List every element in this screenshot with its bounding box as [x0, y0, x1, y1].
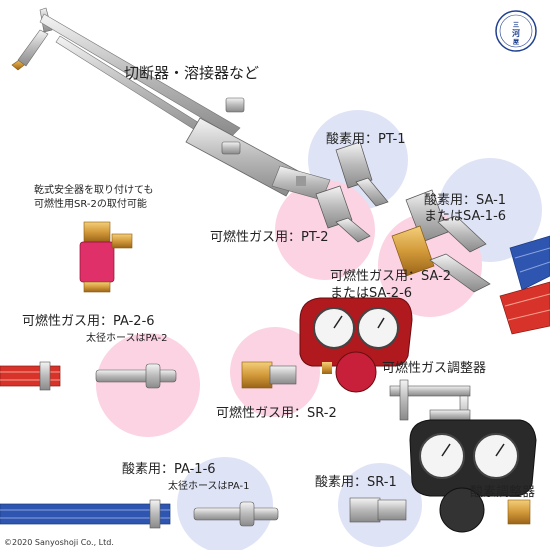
logo-line-2: 河 — [512, 29, 520, 38]
torch-label: 切断器・溶接器など — [124, 64, 260, 82]
pa16-label: 酸素用：PA-1-6 — [122, 462, 216, 477]
sr2-label: 可燃性ガス用：SR-2 — [216, 406, 337, 421]
logo-line-1: 三 — [512, 22, 519, 29]
pt2-fitting — [315, 185, 371, 243]
fuel-gas-regulator — [299, 297, 413, 393]
pa1-note: 太径ホースはPA-1 — [168, 481, 250, 492]
sa2-coupler — [391, 225, 550, 335]
pa26-label: 可燃性ガス用：PA-2-6 — [22, 314, 155, 329]
copyright-text: ©2020 Sanyoshoji Co., Ltd. — [4, 538, 114, 547]
sa2-label-line2: またはSA-2-6 — [330, 286, 413, 301]
sr1-fitting — [349, 497, 407, 523]
logo-line-3: 屋 — [512, 39, 519, 46]
oxygen-regulator — [409, 419, 537, 533]
pa16-fitting — [193, 501, 279, 527]
sa1-label-line1: 酸素用：SA-1 — [424, 193, 507, 208]
sa1-label-line2: またはSA-1-6 — [424, 209, 507, 224]
pt2-label: 可燃性ガス用：PT-2 — [210, 230, 329, 245]
pa2-note: 太径ホースはPA-2 — [86, 333, 168, 344]
pa16-highlight-circle — [177, 457, 273, 550]
sa1-coupler — [405, 189, 550, 291]
sa2-label-line1: 可燃性ガス用：SA-2 — [330, 269, 452, 284]
fuel-regulator-label: 可燃性ガス調整器 — [382, 361, 487, 376]
dry-safety-note-line2: 可燃性用SR-2の取付可能 — [34, 199, 147, 210]
company-logo-ring — [495, 10, 537, 52]
company-logo: 三 河 屋 — [495, 10, 537, 52]
pa26-fitting — [95, 363, 177, 389]
oxygen-regulator-label: 酸素調整器 — [470, 485, 536, 500]
pt2-highlight-circle — [275, 180, 375, 280]
sr2-fitting — [241, 361, 297, 389]
pt1-fitting — [335, 141, 389, 207]
dry-safety-device — [79, 221, 133, 293]
dry-safety-note-line1: 乾式安全器を取り付けても — [34, 185, 154, 196]
cutting-torch — [11, 7, 331, 201]
pt1-label: 酸素用：PT-1 — [326, 132, 406, 147]
sr1-label: 酸素用：SR-1 — [315, 475, 397, 490]
red-hose-left — [0, 361, 61, 391]
blue-hose-left — [0, 499, 171, 529]
